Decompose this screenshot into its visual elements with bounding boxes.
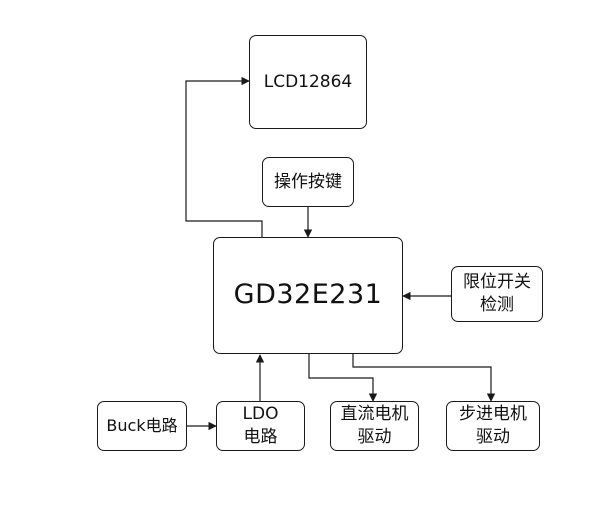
buck-label: Buck电路 bbox=[106, 416, 178, 436]
limit-switch-line1: 限位开关 bbox=[463, 272, 531, 293]
keys-box: 操作按键 bbox=[262, 157, 354, 207]
dc-motor-box: 直流电机 驱动 bbox=[330, 401, 419, 451]
limit-switch-box: 限位开关 检测 bbox=[451, 266, 543, 322]
keys-label: 操作按键 bbox=[274, 171, 342, 192]
ldo-box: LDO 电路 bbox=[216, 401, 305, 451]
buck-box: Buck电路 bbox=[97, 401, 187, 451]
mcu-to-lcd-arrow bbox=[185, 76, 263, 237]
stepper-line2: 驱动 bbox=[476, 427, 510, 447]
lcd-label: LCD12864 bbox=[263, 71, 353, 92]
stepper-box: 步进电机 驱动 bbox=[446, 401, 540, 451]
ldo-line1: LDO bbox=[242, 404, 279, 425]
stepper-line1: 步进电机 bbox=[459, 404, 527, 425]
ldo-line2: 电路 bbox=[243, 427, 278, 447]
mcu-to-dc-motor-arrow bbox=[308, 353, 378, 402]
mcu-label: GD32E231 bbox=[233, 279, 383, 311]
mcu-to-stepper-arrow bbox=[352, 353, 496, 402]
limit-switch-line2: 检测 bbox=[480, 295, 514, 315]
mcu-box: GD32E231 bbox=[213, 237, 403, 354]
lcd-box: LCD12864 bbox=[249, 35, 367, 129]
dc-motor-line2: 驱动 bbox=[357, 427, 392, 447]
dc-motor-line1: 直流电机 bbox=[340, 404, 409, 425]
